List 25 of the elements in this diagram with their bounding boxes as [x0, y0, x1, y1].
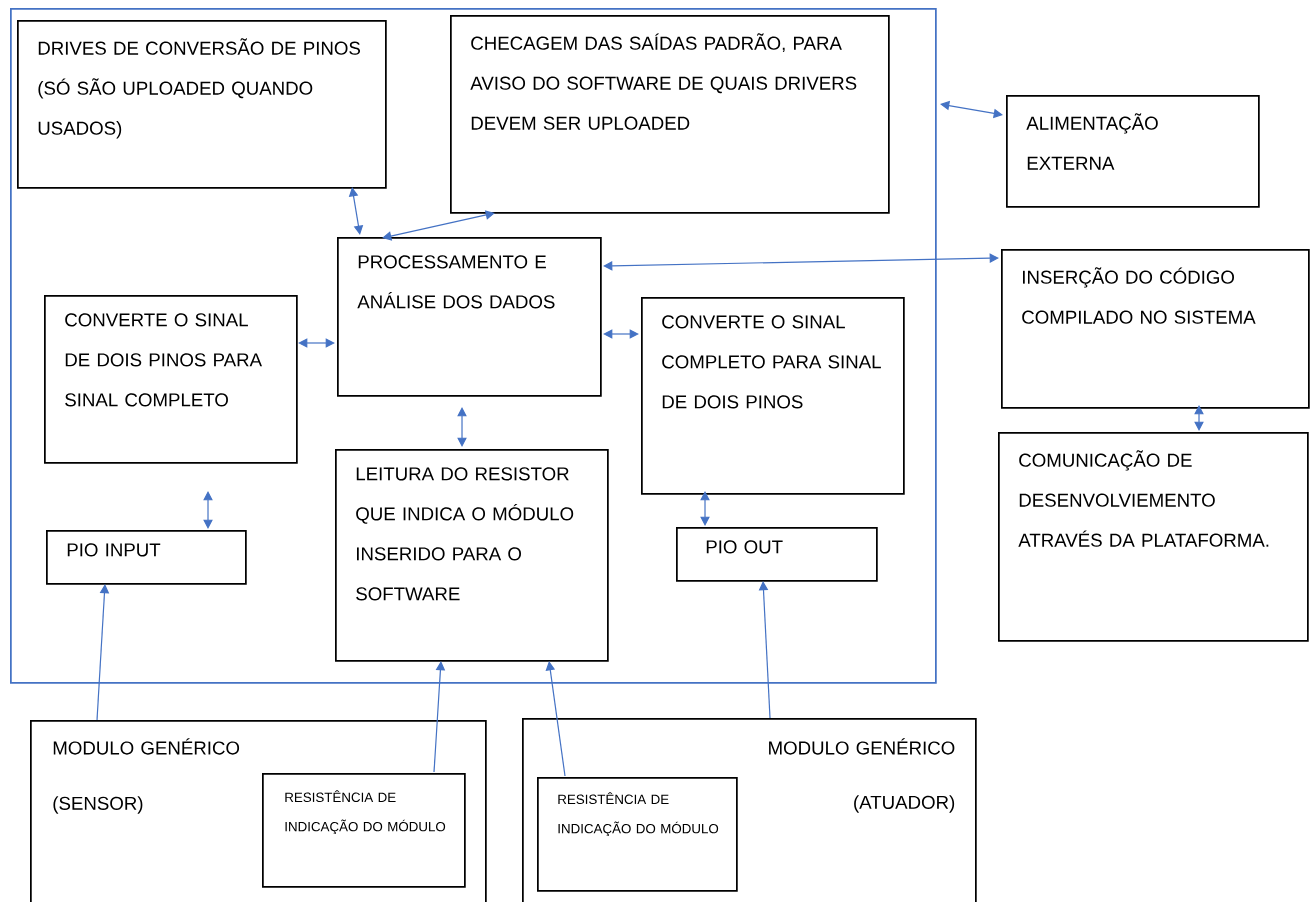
process-box: DRIVES DE CONVERSÃO DE PINOS (SÓ SÃO UPLOADED QUANDO USADOS): [17, 20, 387, 189]
arrow: [545, 661, 566, 777]
resistor-box: RESISTÊNCIA DE INDICAÇÃO DO MÓDULO: [537, 777, 738, 892]
process-box: ALIMENTAÇÃO EXTERNA: [1006, 95, 1260, 208]
arrow: [203, 491, 213, 529]
arrow: [603, 329, 639, 339]
arrow: [758, 581, 771, 719]
arrow: [348, 187, 364, 235]
system-frame: [10, 8, 937, 684]
arrow: [382, 210, 495, 241]
process-box: PIO INPUT: [46, 530, 247, 585]
process-box: LEITURA DO RESISTOR QUE INDICA O MÓDULO INSERIDO PARA O SOFTWARE: [335, 449, 609, 662]
arrow: [1194, 405, 1204, 431]
process-box: PROCESSAMENTO E ANÁLISE DOS DADOS: [337, 237, 602, 397]
resistor-box: RESISTÊNCIA DE INDICAÇÃO DO MÓDULO: [262, 773, 466, 888]
process-box: PIO OUT: [676, 527, 878, 582]
process-box: CONVERTE O SINAL COMPLETO PARA SINAL DE DOIS PINOS: [641, 297, 905, 495]
arrow: [298, 338, 335, 348]
process-box: COMUNICAÇÃO DE DESENVOLVIEMENTO ATRAVÉS DA PLATAFORMA.: [998, 432, 1309, 642]
arrow: [457, 407, 467, 447]
process-box: INSERÇÃO DO CÓDIGO COMPILADO NO SISTEMA: [1001, 249, 1310, 409]
arrow: [603, 253, 999, 271]
process-box: CHECAGEM DAS SAÍDAS PADRÃO, PARA AVISO DO SOFTWARE DE QUAIS DRIVERS DEVEM SER UPLOADED: [450, 15, 890, 214]
arrow: [700, 491, 710, 526]
process-box: CONVERTE O SINAL DE DOIS PINOS PARA SINAL COMPLETO: [44, 295, 298, 464]
